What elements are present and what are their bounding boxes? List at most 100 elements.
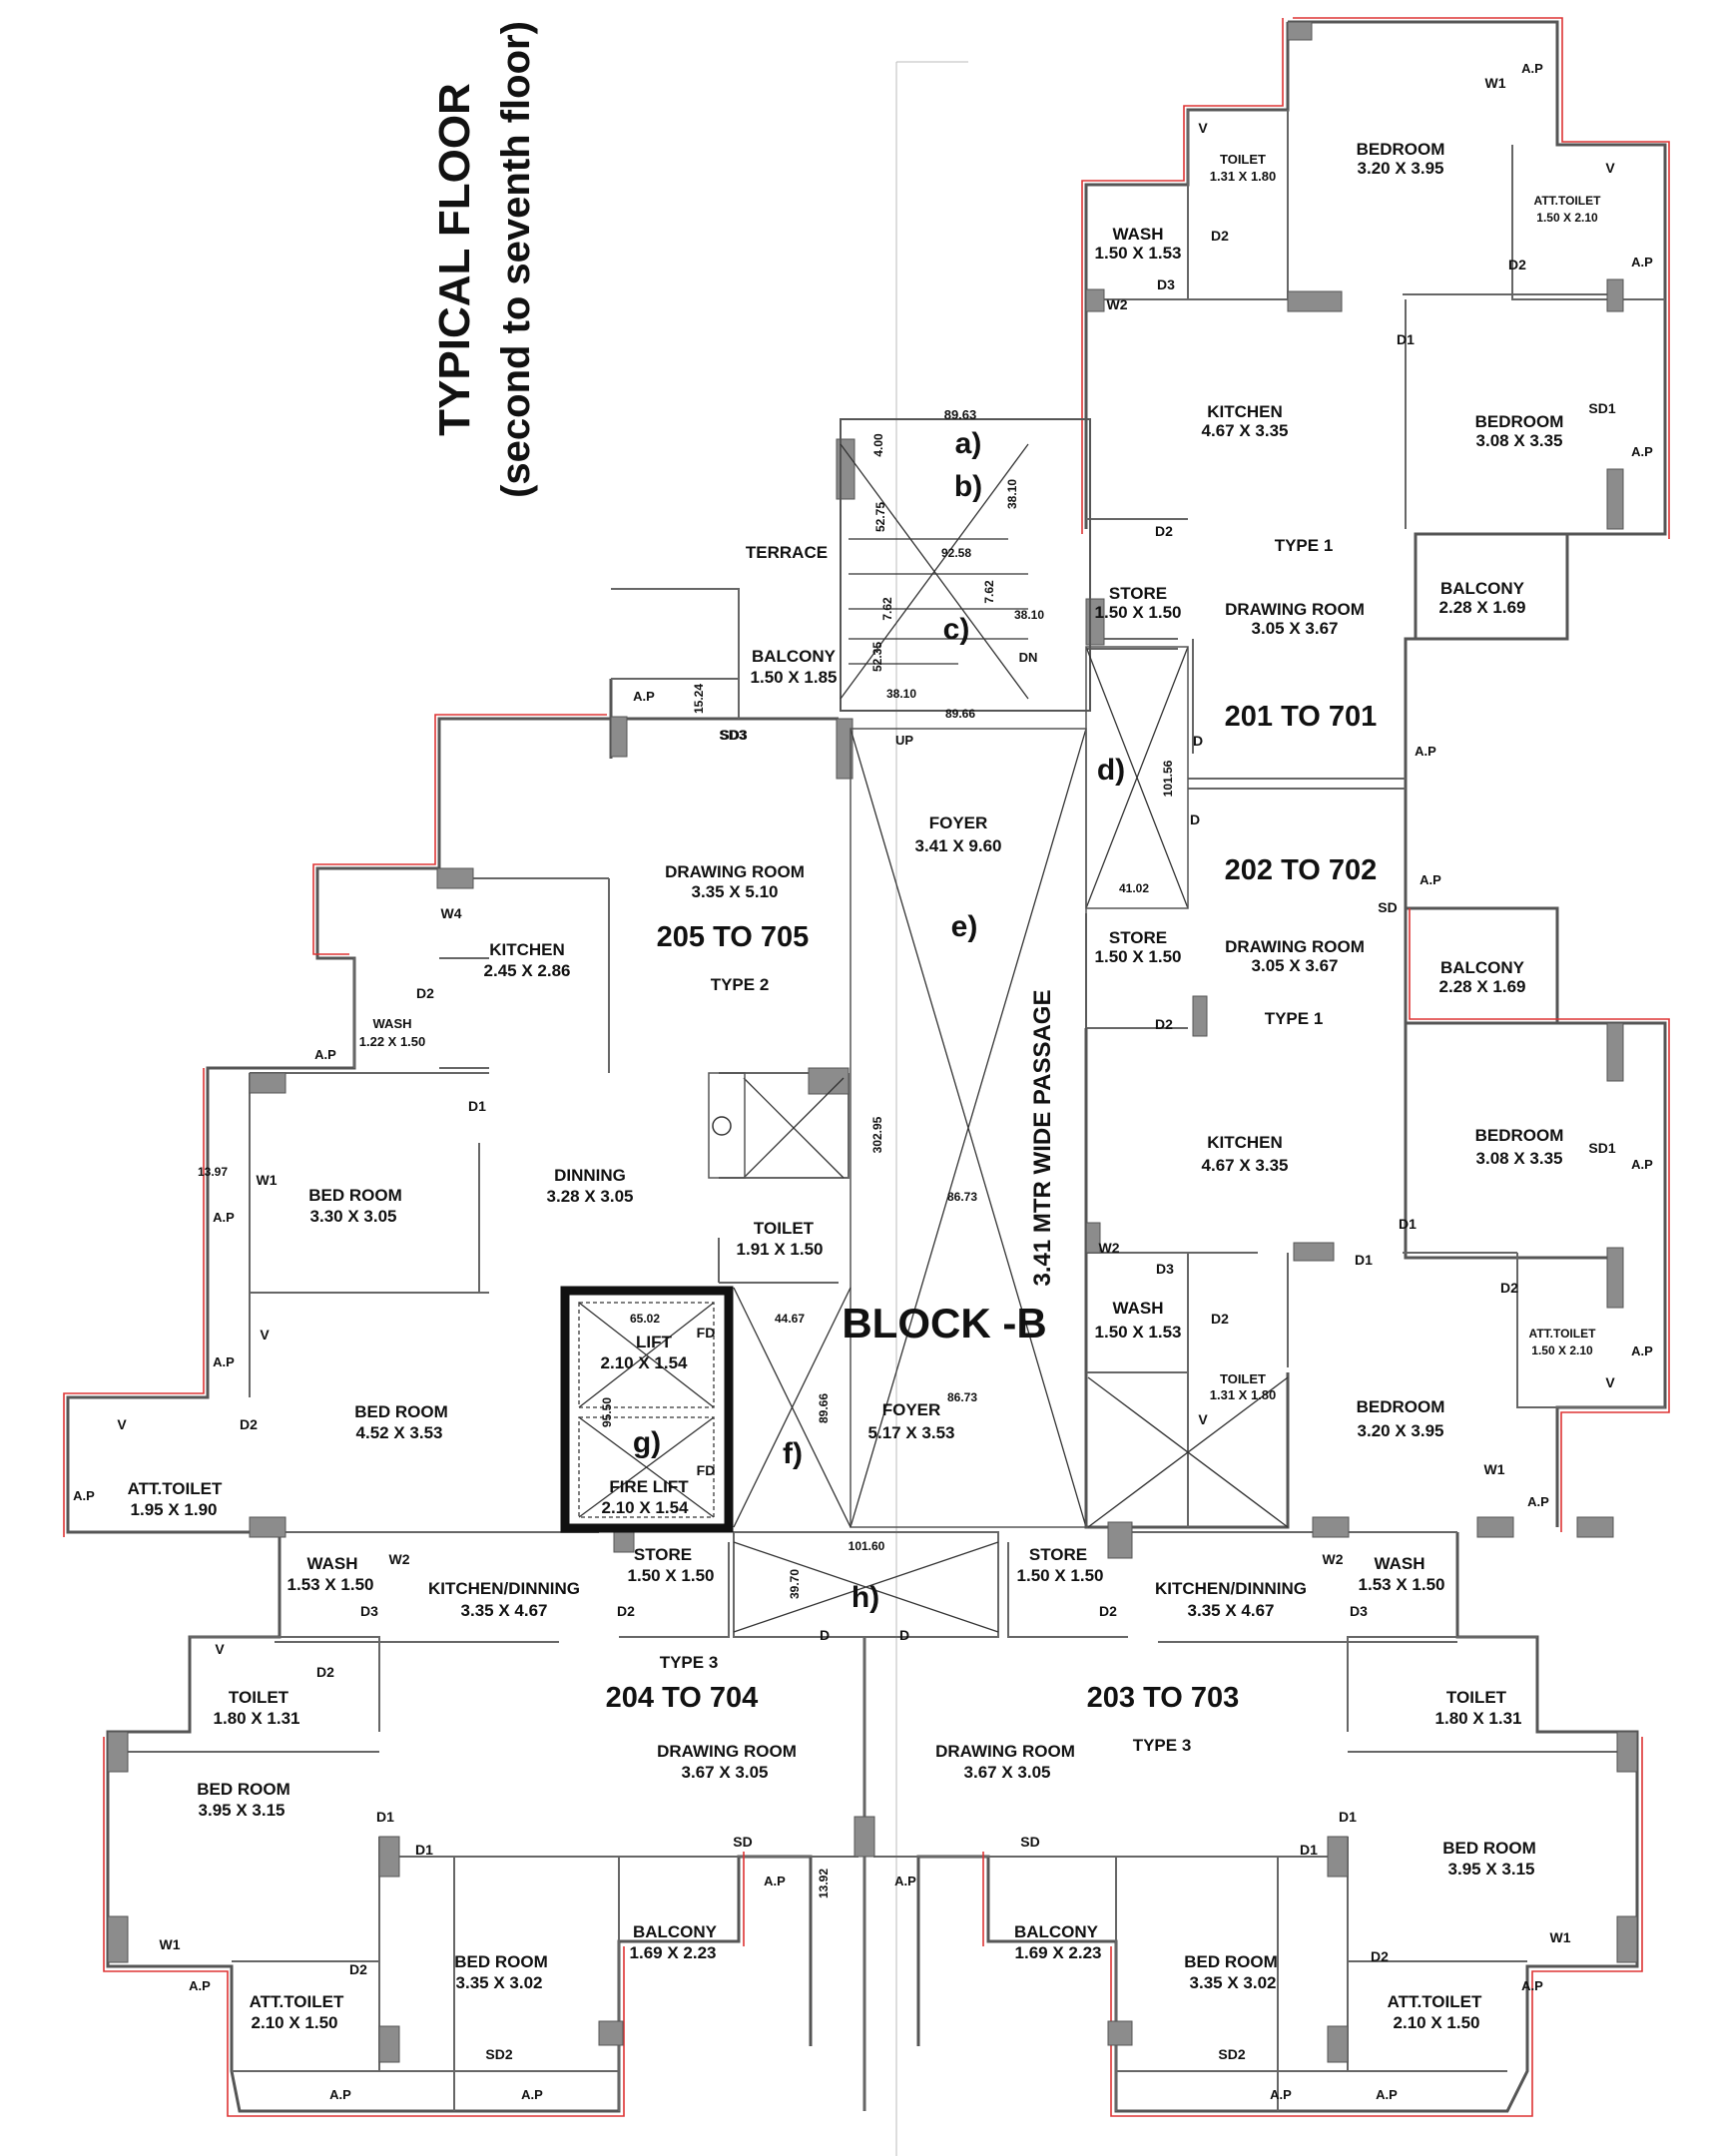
passage-label: 3.41 MTR WIDE PASSAGE: [1029, 990, 1056, 1287]
room-name: FOYER: [882, 1400, 941, 1419]
ap-label: A.P: [1420, 872, 1441, 887]
column: [1287, 290, 1343, 312]
room-name: TOILET: [1220, 152, 1266, 167]
room-name: BED ROOM: [1442, 1839, 1536, 1858]
measurement: 38.10: [1005, 479, 1019, 509]
vent-marker: V: [117, 1416, 127, 1432]
measurement: 89.66: [817, 1393, 831, 1423]
door-marker: SD1: [1588, 400, 1615, 416]
column: [1606, 278, 1624, 312]
vent-marker: V: [1605, 160, 1615, 176]
column: [1107, 1521, 1133, 1559]
room-name: DRAWING ROOM: [935, 1742, 1075, 1761]
ap-label: A.P: [1631, 255, 1653, 270]
stair-cross: [840, 443, 1029, 700]
callout-letter: g): [633, 1426, 661, 1459]
measurement: 52.35: [870, 642, 884, 672]
window-marker: W2: [389, 1551, 410, 1567]
columns: [107, 21, 1638, 2063]
room-dims: 3.35 X 4.67: [1188, 1601, 1275, 1620]
red-outline: [63, 17, 1670, 2117]
column: [1616, 1915, 1638, 1963]
measurement: 38.10: [886, 687, 916, 701]
window-marker: W1: [1485, 75, 1506, 91]
room-name: BALCONY: [752, 647, 837, 666]
column: [107, 1915, 129, 1963]
door-marker: D: [820, 1627, 830, 1643]
callout-letter: e): [951, 910, 978, 943]
column: [1107, 2020, 1133, 2046]
door-marker: W1: [257, 1172, 278, 1188]
room-dims: 1.53 X 1.50: [287, 1575, 374, 1594]
callout-letter: b): [954, 470, 982, 503]
door-marker: D2: [349, 1961, 367, 1977]
column: [1312, 1516, 1350, 1538]
room-name: LIFT: [636, 1333, 672, 1351]
ap-label: A.P: [1631, 1157, 1653, 1172]
room-name: FIRE LIFT: [609, 1477, 689, 1496]
callout-letter: d): [1097, 754, 1125, 787]
room-name: BEDROOM: [1357, 1397, 1445, 1416]
room-dims: 3.67 X 3.05: [682, 1763, 769, 1782]
room-dims: 1.31 X 1.80: [1210, 169, 1277, 184]
window-marker: W1: [160, 1936, 181, 1952]
door-marker: SD3: [720, 727, 747, 743]
room-dims: 4.52 X 3.53: [356, 1423, 443, 1442]
column: [598, 2020, 624, 2046]
markers: D2 D3 D2 D1 SD1 D2 D D SD D2 SD1 D1 D1 D…: [117, 75, 1616, 2062]
unit-number: 201 TO 701: [1225, 701, 1378, 733]
fire-door-marker: FD: [697, 1462, 716, 1478]
room-name: FOYER: [929, 813, 988, 832]
ap-label: A.P: [1631, 1344, 1653, 1358]
ap-label: A.P: [1527, 1494, 1549, 1509]
room-dims: 4.67 X 3.35: [1202, 421, 1289, 440]
stair-down-label: DN: [1019, 650, 1038, 665]
unit-type: TYPE 1: [1265, 1009, 1324, 1028]
room-name: WASH: [1375, 1554, 1425, 1573]
duct-cross: [743, 1077, 845, 1179]
room-name: ATT.TOILET: [1534, 194, 1602, 208]
room-dims: 3.35 X 3.02: [1190, 1973, 1277, 1992]
door-marker: SD2: [485, 2046, 512, 2062]
measurement: 13.92: [817, 1869, 831, 1898]
measurement: 13.97: [198, 1165, 228, 1179]
ap-label: A.P: [213, 1210, 235, 1225]
shaft-h-cross: [733, 1541, 999, 1633]
room-dims: 1.53 X 1.50: [1359, 1575, 1445, 1594]
ap-label: A.P: [1521, 1978, 1543, 1993]
room-dims: 1.50 X 1.50: [628, 1566, 715, 1585]
unit-type: TYPE 3: [1133, 1736, 1192, 1755]
room-name: STORE: [1109, 584, 1167, 603]
room-dims: 1.50 X 1.53: [1095, 244, 1182, 263]
ap-label: A.P: [1270, 2087, 1292, 2102]
ap-label: A.P: [1376, 2087, 1398, 2102]
room-dims: 5.17 X 3.53: [868, 1423, 955, 1442]
room-name: BED ROOM: [354, 1402, 448, 1421]
room-dims: 2.28 X 1.69: [1439, 598, 1526, 617]
measurement: 101.60: [849, 1539, 885, 1553]
room-dims: 1.50 X 1.85: [751, 668, 838, 687]
column: [249, 1072, 286, 1094]
ap-label: A.P: [764, 1874, 786, 1888]
measurement: 38.10: [1014, 608, 1044, 622]
door-marker: D1: [1300, 1842, 1318, 1858]
room-dims: 3.95 X 3.15: [1448, 1860, 1535, 1879]
unit-number: 204 TO 704: [606, 1682, 759, 1714]
ap-labels: A.P A.P A.P A.P A.P A.P A.P A.P A.P A.P …: [73, 61, 1653, 2102]
room-dims: 3.05 X 3.67: [1252, 619, 1339, 638]
callout-letter: a): [955, 427, 982, 460]
measurement: 92.58: [941, 546, 971, 560]
room-name: KITCHEN: [1207, 1133, 1283, 1152]
room-name: ATT.TOILET: [250, 1992, 344, 2011]
ap-label: A.P: [189, 1978, 211, 1993]
room-dims: 3.35 X 4.67: [461, 1601, 548, 1620]
measurement: 52.75: [873, 502, 887, 532]
room-dims: 1.69 X 2.23: [630, 1943, 717, 1962]
callout-letter: h): [852, 1581, 879, 1614]
unit-number: 202 TO 702: [1225, 854, 1378, 886]
room-dims: 3.08 X 3.35: [1476, 1149, 1563, 1168]
unit-type: TYPE 2: [711, 975, 770, 994]
room-name: STORE: [1109, 928, 1167, 947]
core-labels: BLOCK -B 3.41 MTR WIDE PASSAGE TERRACE U…: [746, 543, 1056, 1347]
door-marker: D2: [316, 1664, 334, 1680]
